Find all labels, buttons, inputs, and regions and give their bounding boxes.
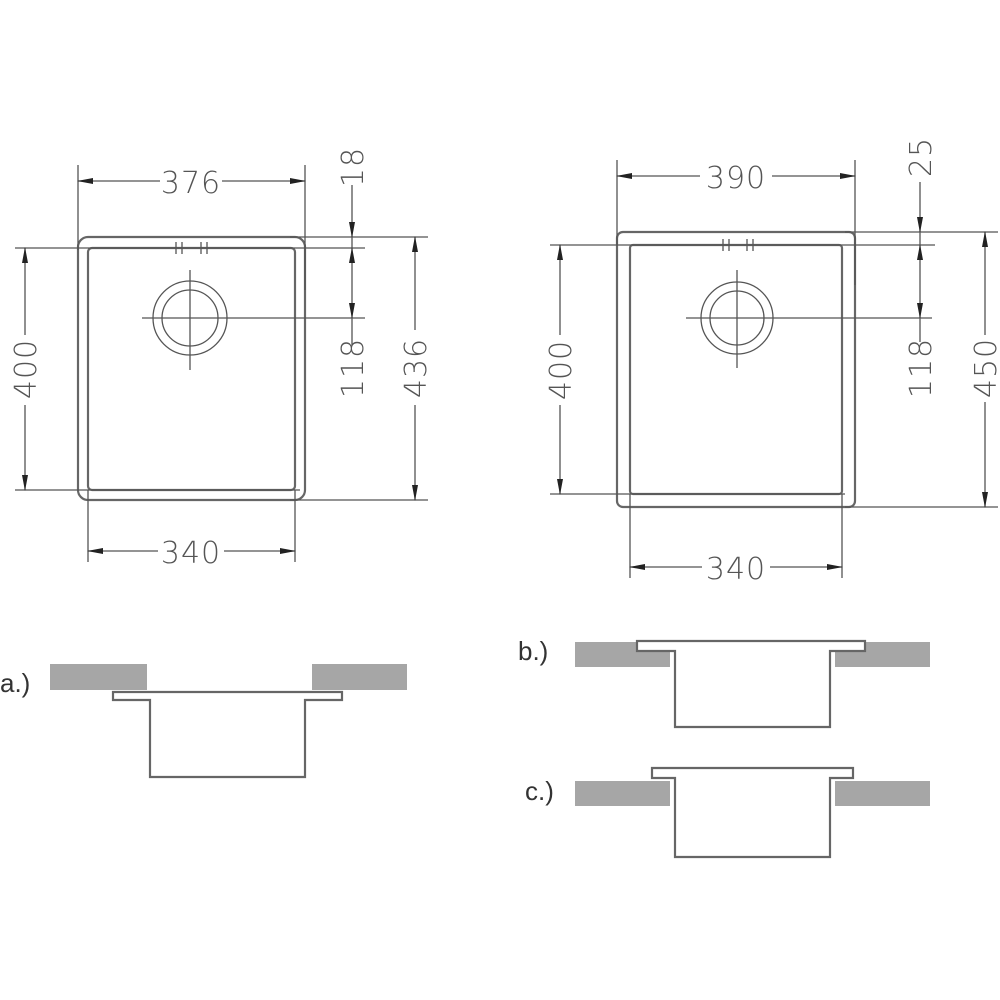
section-a-label: a.): [0, 668, 30, 698]
dim-left-height-inner: 400: [9, 339, 44, 399]
dim-left-width-inner: 340: [161, 536, 221, 571]
section-a-surface-mount: a.): [0, 664, 407, 779]
left-sink-plan: 376 340 400 436 18 118: [9, 147, 434, 571]
section-c-undermount: c.): [525, 766, 930, 859]
countertop-right: [312, 664, 407, 690]
countertop-left: [575, 642, 670, 667]
dim-right-width-inner: 340: [706, 552, 766, 587]
section-b-label: b.): [518, 636, 548, 666]
dim-right-height-outer: 450: [969, 338, 1000, 398]
dim-left-width-outer: 376: [161, 166, 221, 201]
right-drain-icon: [686, 270, 932, 368]
left-drain-icon: [142, 270, 365, 370]
dim-left-rim: 18: [336, 147, 371, 187]
countertop-left: [575, 781, 670, 806]
right-sink-plan: 390 340 400 450 25 118: [544, 137, 1000, 587]
sink-profile: [111, 690, 344, 779]
right-sink-outer-outline: [615, 230, 857, 509]
left-sink-outer-outline: [76, 235, 307, 502]
dim-right-drain-offset: 118: [904, 338, 939, 398]
countertop-right: [835, 781, 930, 806]
sink-profile: [635, 639, 867, 729]
sink-profile: [650, 766, 855, 859]
countertop-left: [50, 664, 147, 690]
dim-right-rim: 25: [904, 137, 939, 177]
dim-left-drain-offset: 118: [336, 338, 371, 398]
left-sink-inner-outline: [86, 246, 297, 492]
section-b-flush-mount: b.): [518, 636, 930, 729]
dim-right-height-inner: 400: [544, 340, 579, 400]
dim-right-width-outer: 390: [706, 161, 766, 196]
dim-left-height-outer: 436: [399, 338, 434, 398]
countertop-right: [835, 642, 930, 667]
section-c-label: c.): [525, 776, 554, 806]
